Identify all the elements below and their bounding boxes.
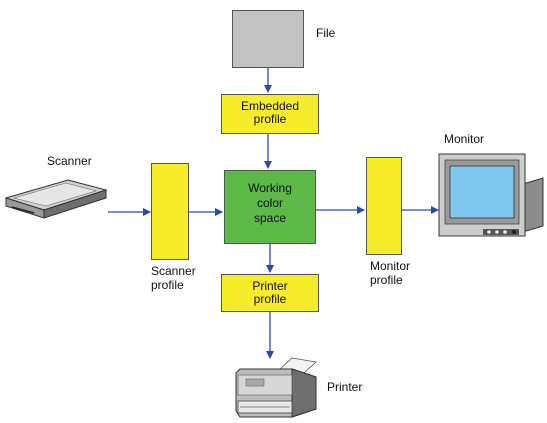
embedded-profile-box: Embedded profile xyxy=(221,94,319,134)
working-space-line3: space xyxy=(253,211,287,225)
working-space-line2: color xyxy=(256,196,283,210)
file-label: File xyxy=(316,26,336,40)
scanner-icon xyxy=(4,179,108,219)
printer-icon xyxy=(235,357,317,418)
embedded-profile-line2: profile xyxy=(253,112,287,126)
monitor-icon xyxy=(438,153,544,237)
printer-profile-line1: Printer xyxy=(252,279,288,293)
monitor-profile-line1: Monitor xyxy=(370,259,411,273)
scanner-profile-line2: profile xyxy=(151,278,184,292)
monitor-label: Monitor xyxy=(444,132,485,146)
printer-label: Printer xyxy=(327,380,363,394)
printer-profile-box: Printer profile xyxy=(221,274,319,312)
monitor-profile-line2: profile xyxy=(370,273,403,287)
scanner-label: Scanner xyxy=(47,154,92,168)
printer-profile-line2: profile xyxy=(253,292,287,306)
scanner-profile-line1: Scanner xyxy=(151,264,196,278)
monitor-profile-box xyxy=(366,157,402,255)
working-color-space-box: Working color space xyxy=(224,170,316,244)
embedded-profile-line1: Embedded xyxy=(240,99,300,113)
working-space-line1: Working xyxy=(248,181,292,195)
file-box xyxy=(232,10,304,68)
scanner-profile-box xyxy=(151,163,189,260)
